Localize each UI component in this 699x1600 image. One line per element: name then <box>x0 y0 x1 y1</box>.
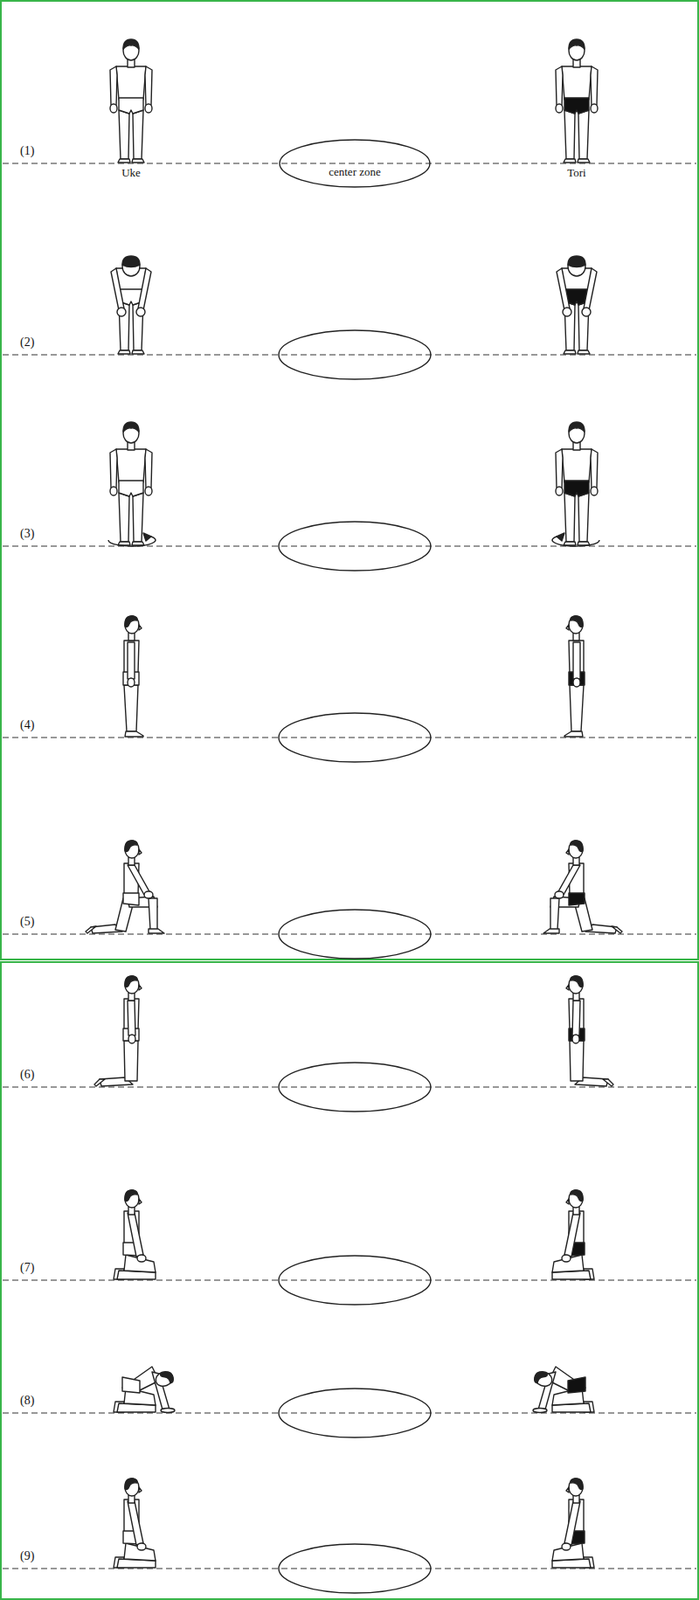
figure <box>110 39 153 163</box>
step-number: (8) <box>19 1393 35 1409</box>
floor-line <box>2 353 697 355</box>
center-zone-ellipse <box>278 712 431 762</box>
center-zone: center zone <box>278 138 431 188</box>
figure <box>556 256 597 354</box>
panel-border <box>0 0 699 960</box>
ellipse-outline <box>278 138 431 188</box>
step-number: (9) <box>19 1549 35 1565</box>
step-number: (3) <box>19 526 35 542</box>
figure <box>552 422 600 547</box>
figure <box>113 1190 156 1280</box>
center-zone-ellipse <box>278 1255 431 1305</box>
figure <box>552 1190 595 1280</box>
floor-line <box>2 1086 697 1087</box>
center-zone-ellipse <box>278 909 431 959</box>
center-zone-ellipse <box>278 330 431 380</box>
figure <box>108 422 156 547</box>
role-label: Uke <box>120 166 142 180</box>
center-zone-ellipse <box>278 1388 431 1438</box>
figure <box>564 615 585 737</box>
figure <box>555 39 598 163</box>
step-number: (1) <box>19 144 35 160</box>
floor-line <box>2 736 697 738</box>
figure <box>543 840 623 934</box>
figure <box>110 256 152 354</box>
step-number: (5) <box>19 914 35 930</box>
role-label: Tori <box>566 166 587 180</box>
figure <box>552 1478 595 1568</box>
step-number: (4) <box>19 718 35 734</box>
center-zone-ellipse <box>278 521 431 571</box>
figure <box>113 1478 156 1568</box>
center-zone-ellipse <box>278 1062 431 1112</box>
floor-line <box>2 545 697 547</box>
figure <box>85 840 165 934</box>
panel-border <box>0 961 699 1599</box>
step-number: (6) <box>19 1067 35 1083</box>
figure <box>94 975 142 1087</box>
figure <box>566 975 614 1087</box>
step-number: (2) <box>19 335 35 351</box>
center-zone-ellipse <box>278 1543 431 1593</box>
floor-line <box>2 162 697 164</box>
figure <box>123 615 144 737</box>
figure <box>113 1366 175 1413</box>
figure <box>532 1366 595 1413</box>
zone-label: center zone <box>326 166 383 180</box>
step-number: (7) <box>19 1260 35 1276</box>
floor-line <box>2 933 697 935</box>
